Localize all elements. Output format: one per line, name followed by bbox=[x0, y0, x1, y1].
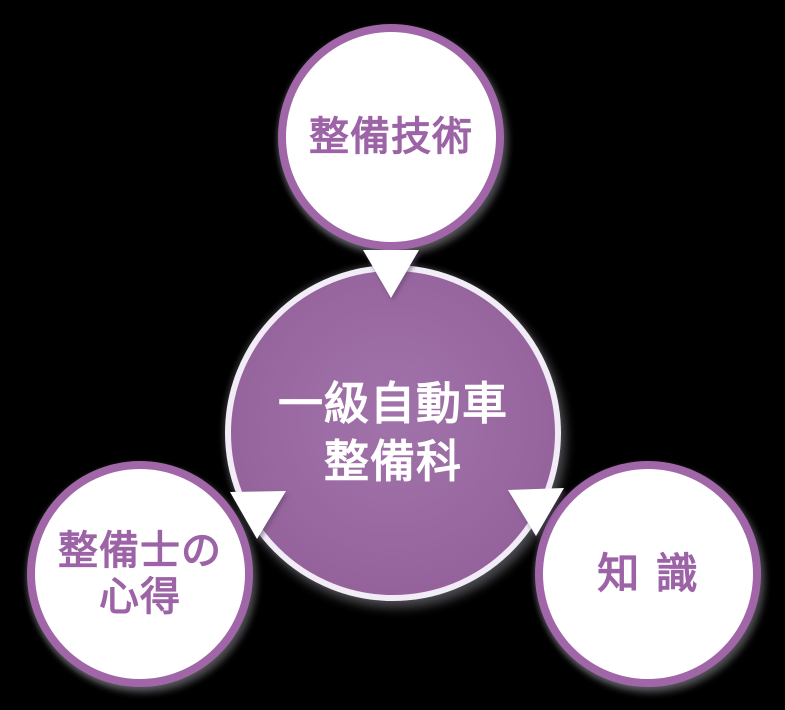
center-circle-label: 一級自動車 整備科 bbox=[278, 375, 508, 491]
arrow-bottom-left-icon bbox=[230, 491, 286, 539]
center-label-line-2: 整備科 bbox=[323, 435, 462, 488]
satellite-bottom-right-label-line-1: 知 識 bbox=[597, 549, 699, 598]
satellite-bottom-left-label-line-1: 整備士の bbox=[58, 528, 222, 574]
satellite-bottom-right-label: 知 識 bbox=[597, 551, 699, 597]
satellite-top-label-line-1: 整備技術 bbox=[309, 114, 473, 160]
satellite-circle-bottom-right: 知 識 bbox=[535, 461, 761, 687]
center-label-line-1: 一級自動車 bbox=[277, 377, 508, 430]
satellite-bottom-left-label-line-2: 心得 bbox=[99, 574, 181, 620]
arrow-bottom-right-icon bbox=[508, 488, 564, 536]
satellite-bottom-left-label: 整備士の 心得 bbox=[58, 528, 222, 620]
arrow-top-icon bbox=[363, 250, 419, 298]
center-circle: 一級自動車 整備科 bbox=[225, 265, 561, 601]
satellite-circle-top: 整備技術 bbox=[278, 24, 504, 250]
satellite-top-label: 整備技術 bbox=[309, 114, 473, 160]
satellite-circle-bottom-left: 整備士の 心得 bbox=[27, 461, 253, 687]
